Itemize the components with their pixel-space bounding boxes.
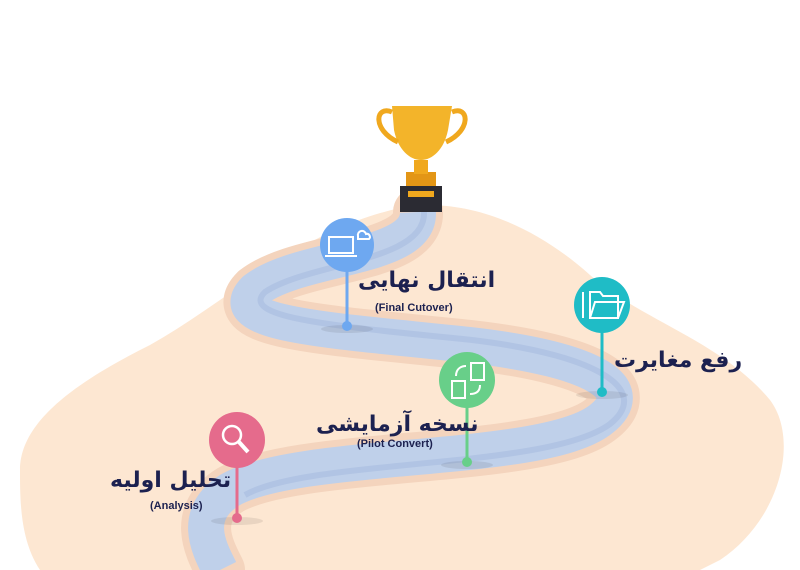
pin-pilot-convert xyxy=(439,352,495,469)
magnifier-icon xyxy=(221,424,250,454)
milestone-subtitle-final-cutover: (Final Cutover) xyxy=(375,302,453,314)
milestone-subtitle-analysis: (Analysis) xyxy=(150,500,203,512)
milestone-title-reconciliation: رفع مغایرت xyxy=(614,348,743,373)
milestone-title-final-cutover: انتقال نهایی xyxy=(358,268,496,293)
pin-analysis xyxy=(209,412,265,525)
documents-sync-icon xyxy=(451,362,485,399)
laptop-cloud-icon xyxy=(325,229,371,257)
milestone-title-analysis: تحلیل اولیه xyxy=(110,468,232,493)
folder-tools-icon xyxy=(582,291,626,319)
milestone-subtitle-pilot-convert: (Pilot Convert) xyxy=(357,438,433,450)
trophy-icon xyxy=(376,106,468,212)
pin-final-cutover xyxy=(320,218,374,333)
milestone-title-pilot-convert: نسخه آزمایشی xyxy=(316,412,479,437)
pin-reconciliation xyxy=(574,277,630,399)
